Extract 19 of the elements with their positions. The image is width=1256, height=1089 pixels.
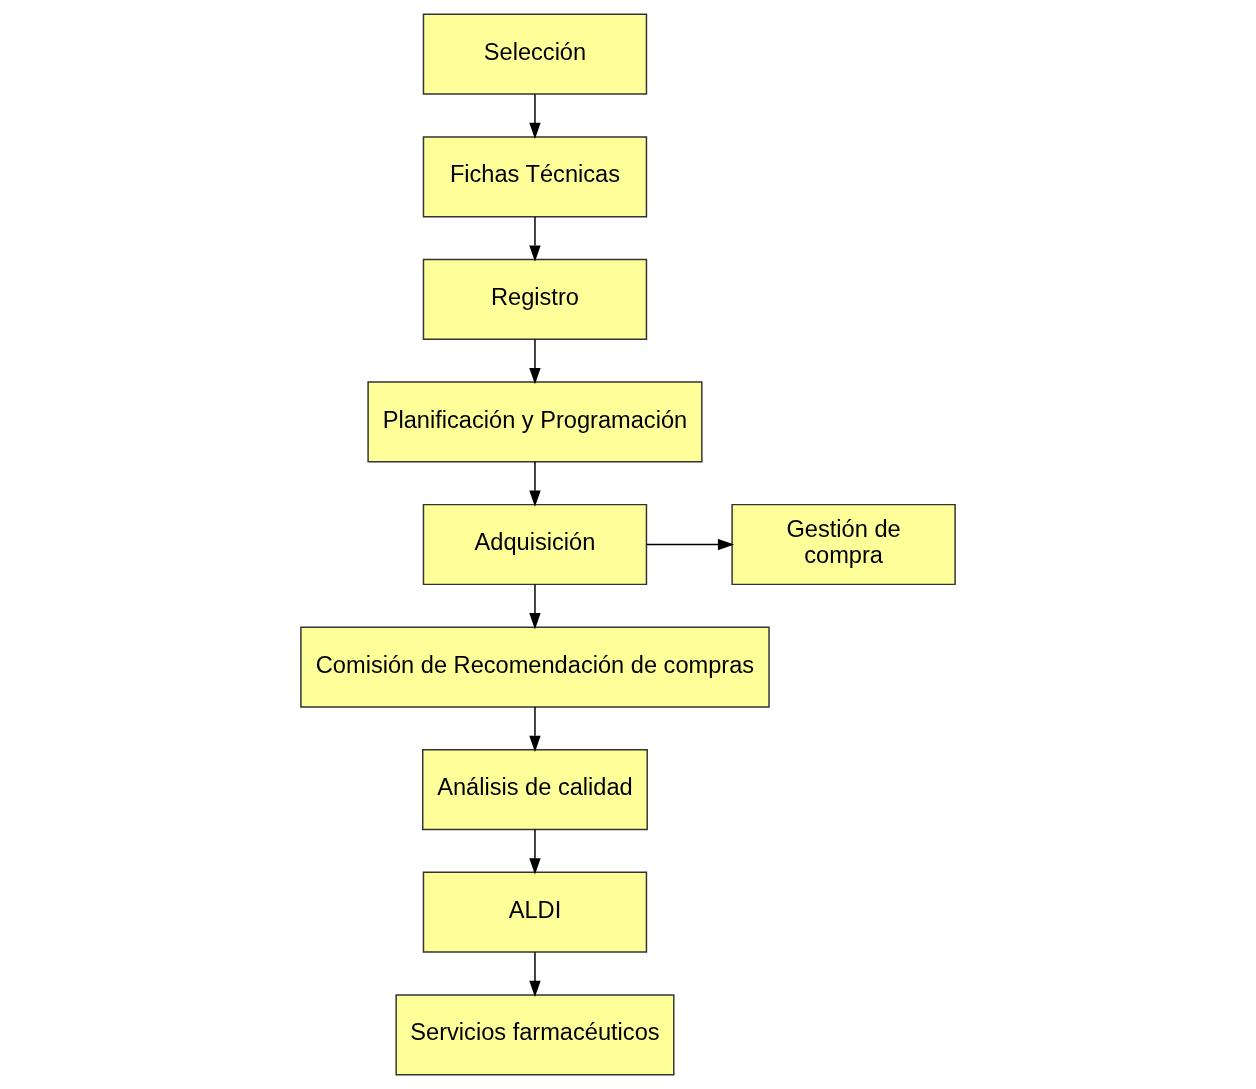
node-box: Servicios farmacéuticos — [395, 994, 675, 1076]
arrow — [529, 583, 541, 630]
node-box: Gestión de compra — [731, 503, 956, 586]
arrow — [529, 828, 541, 875]
node-box: Adquisición — [422, 503, 648, 586]
arrow — [529, 951, 541, 998]
arrow — [529, 216, 541, 262]
arrow — [645, 538, 735, 551]
node-box: Planificación y Programación — [367, 381, 703, 463]
node-box: Selección — [422, 13, 648, 95]
node-box: ALDI — [422, 871, 648, 953]
node-box: Comisión de Recomendación de compras — [300, 626, 770, 708]
node-box: Registro — [422, 258, 648, 340]
arrow — [529, 93, 541, 140]
node-box: Fichas Técnicas — [422, 136, 648, 218]
arrow — [529, 706, 541, 752]
node-box: Análisis de calidad — [422, 749, 648, 831]
arrow — [529, 338, 541, 385]
arrow — [529, 461, 541, 507]
